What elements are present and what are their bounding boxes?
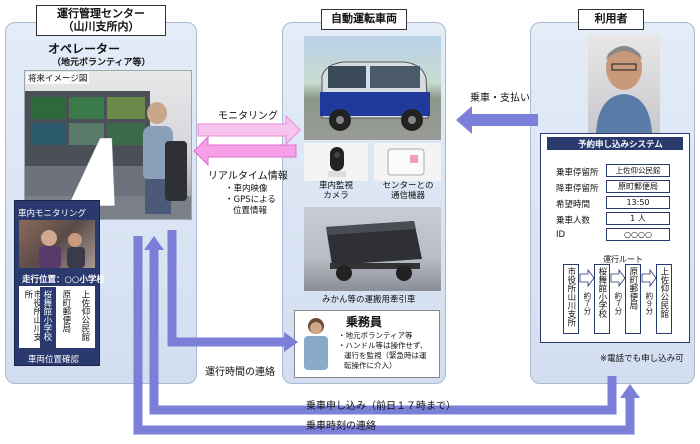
realtime-arrow [193,135,297,167]
route-arrows [579,268,657,288]
comm-label-text: センターとの通信機器 [382,181,434,202]
monitoring-label: モニタリング [218,111,278,122]
user-header: 利用者 [578,9,644,30]
form-value-alighting-stop[interactable]: 原町郵便局 [606,180,670,193]
form-label-alighting-stop: 降車停留所 [556,184,599,194]
operator-subtitle: （地元ボランティア等） [52,58,151,68]
crew-photo [298,316,334,372]
ride-time-arrow [133,236,635,435]
ride-request-arrow [149,248,617,415]
stop-list-area [19,286,95,348]
form-value-passengers[interactable]: 1 人 [606,212,670,225]
reservation-system-title: 予約申し込みシステム [578,140,663,150]
trailer-image [304,207,441,291]
realtime-sub-3: 位置情報 [233,206,268,216]
trailer-label: みかん等の運搬用牽引車 [322,295,416,305]
realtime-sub-2: ・GPSによる [225,195,276,205]
operation-contact-arrow [167,230,286,347]
route-stop-2-box [594,264,610,334]
cabin-monitoring-label: 車内モニタリング [18,209,87,219]
route-stop-2: 桜舞館小学校 [596,267,607,318]
center-stop-1: 市役所山川支所 [22,290,42,341]
route-stop-4-box [656,264,672,334]
route-stop-1-box [563,264,579,334]
image-caption: 将来イメージ図 [26,72,90,84]
route-stop-3: 原町郵便局 [627,267,638,310]
user-photo [588,34,660,134]
autonomous-vehicle-image [304,36,441,140]
center-stop-2-highlight [40,287,56,348]
route-stop-1: 市役所山川支所 [565,267,576,327]
form-label-boarding-stop: 乗車停留所 [556,168,599,178]
camera-label-text: 車内監視カメラ [318,181,353,202]
operator-title: オペレーター [48,42,121,56]
center-stop-2: 桜舞館小学校 [41,290,52,341]
crew-line-3: 運行を監視（緊急時は運 [344,351,427,360]
crew-line-2: ・ハンドル等は操作せず、 [338,341,428,350]
comm-device-image [374,143,441,181]
operation-center-location: （山川支所内） [62,19,140,33]
operation-center-header: 運行管理センター （山川支所内） [36,5,166,37]
route-stop-4: 上佐仰公民館 [658,267,669,318]
crew-line-4: 転操作に介入） [344,361,397,370]
ride-time-label: 乗車時刻の連絡 [306,421,376,432]
realtime-label: リアルタイム情報 [208,171,288,182]
form-label-desired-time: 希望時間 [556,200,591,210]
crew-title: 乗務員 [346,315,383,329]
running-position-bar [16,272,98,285]
route-time-3: 約９分 [644,292,654,315]
center-stop-3: 原町郵便局 [60,290,71,333]
form-label-passengers: 乗車人数 [556,216,591,226]
reservation-system-header [547,137,683,150]
camera-image [304,143,368,181]
running-position-label: 走行位置：○○小学校 [22,275,105,285]
form-value-id[interactable]: ○○○○ [606,228,670,241]
route-label: 運行ルート [603,255,643,264]
comm-label: センターとの通信機器 [380,181,436,201]
form-value-desired-time[interactable]: 13:50 [606,196,670,209]
realtime-sub-1: ・車内映像 [225,184,268,194]
form-label-id: ID [556,230,566,240]
route-time-2: 約７分 [613,292,623,315]
vehicle-position-label: 車両位置確認 [28,355,80,365]
operation-contact-label: 運行時間の連絡 [205,367,275,378]
boarding-payment-label: 乗車・支払い [470,93,530,104]
boarding-arrow [456,106,538,134]
crew-line-1: ・地元ボランティア等 [338,331,413,340]
vehicle-header: 自動運転車両 [321,9,407,30]
operation-center-title: 運行管理センター [57,7,145,20]
route-time-1: 約７分 [582,292,592,315]
center-stop-4: 上佐仰公民館 [79,290,90,341]
monitoring-arrow [197,114,301,146]
ride-request-label: 乗車申し込み（前日１７時まで） [306,401,456,412]
route-stop-3-box [625,264,641,334]
phone-note: ※電話でも申し込み可 [600,354,684,364]
form-value-boarding-stop[interactable]: 上佐仰公民館 [606,164,670,177]
cabin-camera-image [19,220,95,268]
camera-label: 車内監視カメラ [318,181,354,201]
